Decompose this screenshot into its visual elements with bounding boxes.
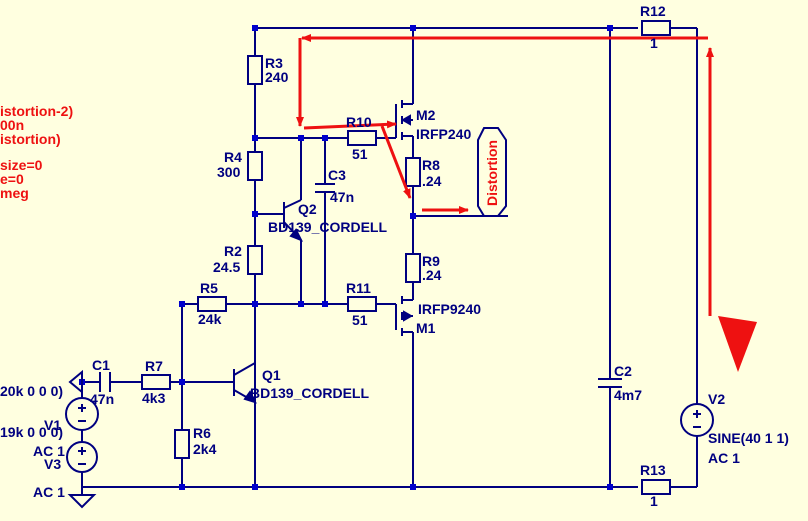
- r12-value: 1: [650, 35, 658, 51]
- c2-value: 4m7: [614, 387, 642, 403]
- large-arrow-icon: [718, 316, 757, 372]
- c1-value: 47n: [90, 391, 114, 407]
- resistor-r6-body[interactable]: [174, 429, 190, 459]
- capacitor-c2-symbol[interactable]: [598, 378, 622, 388]
- r6-value: 2k4: [193, 441, 217, 457]
- directive-line-6: meg: [0, 185, 29, 201]
- r6-name: R6: [193, 425, 211, 441]
- net-label-distortion[interactable]: Distortion: [477, 127, 507, 217]
- resistor-r4-body[interactable]: [247, 151, 263, 181]
- directive-line-1: istortion-2): [0, 103, 73, 119]
- r13-value: 1: [650, 493, 658, 509]
- resistor-r2-body[interactable]: [247, 245, 263, 275]
- input-port-icon: [68, 369, 83, 395]
- resistor-r9-body[interactable]: [405, 253, 421, 283]
- v2-spec: SINE(40 1 1): [708, 430, 789, 446]
- r8-name: R8: [422, 157, 440, 173]
- m1-name: M1: [416, 320, 436, 336]
- v1-spec: 20k 0 0 0): [0, 383, 63, 399]
- resistor-r12-body[interactable]: [641, 20, 671, 36]
- net-label-text: Distortion: [484, 140, 500, 206]
- resistor-r8-body[interactable]: [405, 157, 421, 187]
- capacitor-c3-symbol[interactable]: [315, 183, 335, 193]
- transistor-q2-symbol[interactable]: [283, 199, 304, 242]
- voltage-source-v2[interactable]: [680, 403, 714, 437]
- directive-line-2: 00n: [0, 117, 24, 133]
- r9-name: R9: [422, 253, 440, 269]
- m1-model: IRFP9240: [418, 301, 481, 317]
- r8-value: .24: [422, 173, 442, 189]
- directive-line-4: size=0: [0, 157, 43, 173]
- r10-value: 51: [352, 146, 368, 162]
- r3-value: 240: [265, 69, 289, 85]
- q2-model: BD139_CORDELL: [268, 219, 387, 235]
- r4-name: R4: [224, 149, 242, 165]
- r10-name: R10: [346, 114, 372, 130]
- spice-directives: istortion-2) 00n istortion) size=0 e=0 m…: [0, 103, 73, 201]
- m2-name: M2: [416, 107, 436, 123]
- directive-line-3: istortion): [0, 131, 61, 147]
- c2-name: C2: [614, 363, 632, 379]
- v3-spec: 19k 0 0 0): [0, 424, 63, 440]
- c3-name: C3: [328, 167, 346, 183]
- r5-name: R5: [200, 280, 218, 296]
- transistor-q1-symbol[interactable]: [233, 362, 257, 404]
- resistor-r5-body[interactable]: [197, 296, 227, 312]
- r3-name: R3: [265, 55, 283, 71]
- r2-name: R2: [224, 243, 242, 259]
- mosfet-m2-symbol[interactable]: [395, 100, 414, 140]
- junction-dots: [79, 25, 613, 490]
- r13-name: R13: [640, 462, 666, 478]
- c1-name: C1: [92, 357, 110, 373]
- resistor-r13-body[interactable]: [641, 479, 671, 495]
- r4-value: 300: [217, 164, 241, 180]
- v1-name: V1: [44, 417, 61, 433]
- component-labels: R3 240 R4 300 R2 24.5 R5 24k R6 2k4 R7 4…: [0, 3, 789, 509]
- v3-ac: AC 1: [33, 484, 65, 500]
- r11-value: 51: [352, 312, 368, 328]
- v1-ac: AC 1: [33, 443, 65, 459]
- v3-name: V3: [44, 456, 61, 472]
- directive-line-5: e=0: [0, 171, 24, 187]
- q1-model: BD139_CORDELL: [250, 385, 369, 401]
- voltage-source-v1[interactable]: [65, 397, 99, 431]
- capacitor-c1-symbol[interactable]: [99, 372, 111, 392]
- r7-value: 4k3: [142, 390, 166, 406]
- r5-value: 24k: [198, 311, 222, 327]
- q1-name: Q1: [262, 367, 281, 383]
- resistor-r3-body[interactable]: [247, 55, 263, 85]
- r9-value: .24: [422, 267, 442, 283]
- resistor-r7-body[interactable]: [141, 374, 171, 390]
- r2-value: 24.5: [213, 259, 240, 275]
- v2-ac: AC 1: [708, 450, 740, 466]
- r7-name: R7: [145, 358, 163, 374]
- feedback-arrows: [296, 34, 714, 316]
- mosfet-m1-symbol[interactable]: [395, 296, 414, 336]
- c3-value: 47n: [330, 189, 354, 205]
- r11-name: R11: [346, 280, 371, 296]
- wires: [81, 27, 698, 495]
- voltage-source-v3[interactable]: [66, 441, 98, 473]
- resistor-r10-body[interactable]: [347, 130, 377, 146]
- v2-name: V2: [708, 391, 725, 407]
- resistor-r11-body[interactable]: [347, 296, 377, 312]
- ground-icon: [67, 494, 97, 509]
- m2-model: IRFP240: [416, 126, 471, 142]
- q2-name: Q2: [298, 201, 317, 217]
- r12-name: R12: [640, 3, 666, 19]
